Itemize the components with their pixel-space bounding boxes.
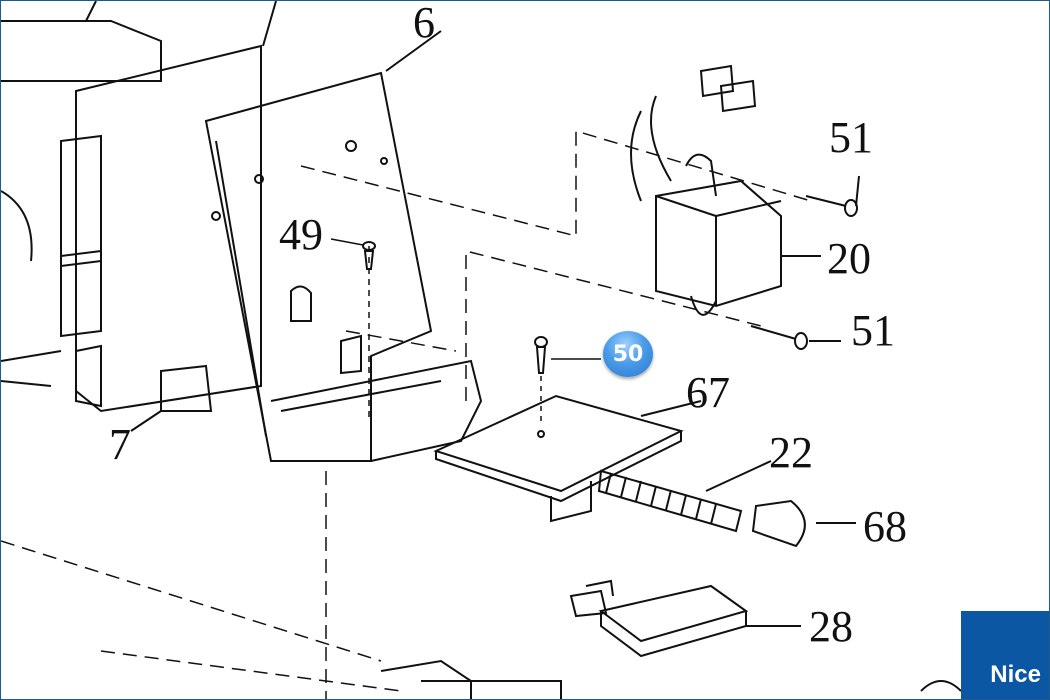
part-label-51-top: 51 xyxy=(829,113,873,162)
motor-housing xyxy=(1,1,277,413)
spring-22 xyxy=(597,460,772,533)
part-label-7: 7 xyxy=(109,420,131,469)
screw-49 xyxy=(330,238,376,421)
guide-lines xyxy=(1,129,812,699)
part-label-28: 28 xyxy=(809,602,853,651)
screws-51 xyxy=(750,175,860,350)
brand-logo: Nice xyxy=(961,611,1049,699)
part-label-20: 20 xyxy=(827,234,871,283)
brand-logo-text: Nice xyxy=(990,661,1041,688)
part-label-22: 22 xyxy=(769,428,813,477)
part-label-6: 6 xyxy=(413,0,435,47)
part-label-67: 67 xyxy=(686,368,730,417)
switch-28 xyxy=(569,579,801,658)
part-label-49: 49 xyxy=(279,210,323,259)
part-label-51-bottom: 51 xyxy=(851,306,895,355)
part-label-68: 68 xyxy=(863,502,907,551)
switch-bottom xyxy=(380,659,962,699)
bracket xyxy=(130,30,483,462)
part-hotspot-50[interactable]: 50 xyxy=(603,331,653,377)
screw-50 xyxy=(534,336,601,426)
component-20 xyxy=(630,64,821,316)
cap-68 xyxy=(751,499,856,548)
plate-67 xyxy=(433,394,702,523)
